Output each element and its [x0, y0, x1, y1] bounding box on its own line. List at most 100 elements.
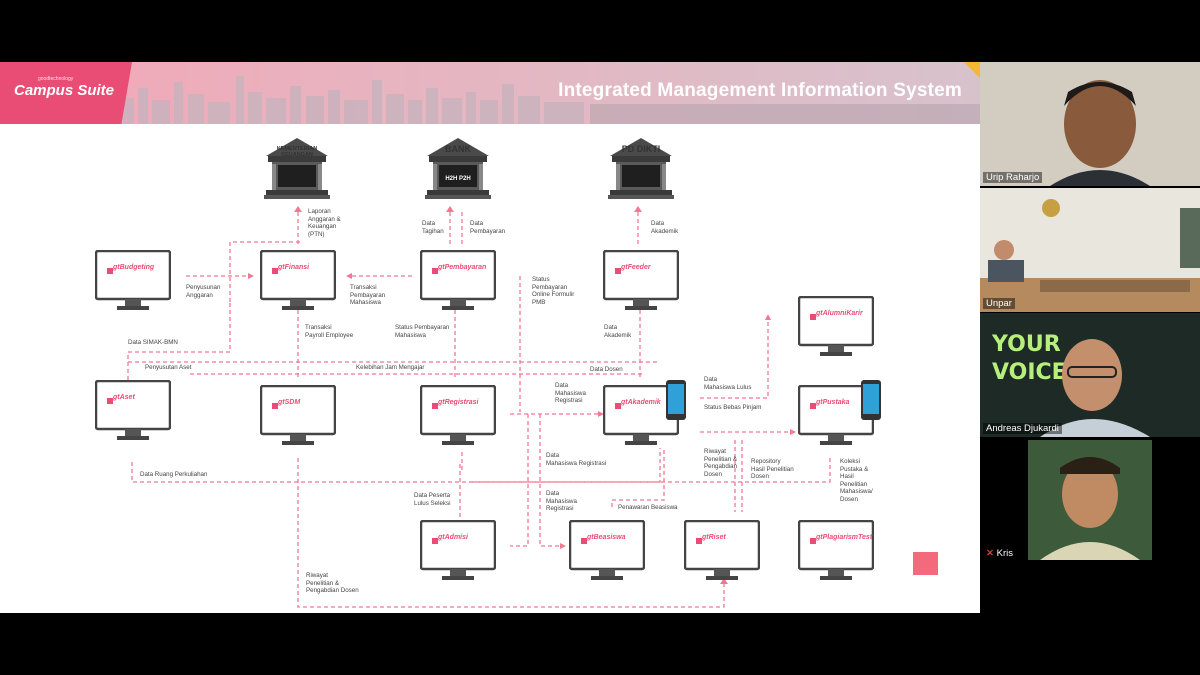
monitor-icon	[419, 519, 497, 580]
module-academic: gtAkademik	[602, 380, 686, 447]
flow-label: Status Bebas Pinjam	[704, 404, 762, 411]
module-label: gtBeasiswa	[587, 534, 626, 541]
module-label: gtAdmisi	[438, 534, 468, 541]
flow-label: Riwayat Penelitian & Pengabdian Dosen	[704, 448, 738, 478]
participant-video	[980, 188, 1200, 312]
participant-video	[980, 438, 1200, 562]
flow-label: Penawaran Beasiswa	[618, 504, 678, 511]
module-label: gtFeeder	[621, 264, 651, 271]
flow-label: Riwayat Penelitian & Pengabdian Dosen	[306, 572, 359, 594]
participant-tile[interactable]: YOUR VOICE Andreas Djukardi	[980, 313, 1200, 437]
monitor-icon	[419, 384, 497, 445]
shared-slide: goodtechnology Campus Suite Integrated M…	[0, 62, 980, 613]
module-label: gtAlumniKarir	[816, 310, 863, 317]
institution-kementerian-keuangan: KEMENTERIAN KEUANGAN	[262, 134, 332, 200]
flow-label: Data Akademik	[651, 220, 679, 235]
institution-label: BANK	[445, 144, 471, 154]
monitor-icon	[94, 249, 172, 310]
module-finance: gtFinansi	[259, 249, 337, 312]
institution-label: PD DIKTI	[621, 144, 661, 154]
monitor-icon	[419, 249, 497, 310]
participant-video	[980, 62, 1200, 186]
slide-corner-mark	[913, 552, 938, 575]
government-building-icon	[264, 138, 330, 199]
flow-label: Data Pembayaran	[470, 220, 506, 235]
monitor-icon	[568, 519, 646, 580]
city-skyline-image	[120, 76, 980, 124]
bank-building-icon	[425, 138, 491, 199]
module-plagiarism: gtPlagiarismTest	[797, 519, 875, 582]
module-budgeting: gtBudgeting	[94, 249, 172, 312]
participant-name: ✕ Kris	[983, 548, 1016, 559]
module-alumni: gtAlumniKarir	[797, 295, 875, 358]
module-label: gtPlagiarismTest	[816, 534, 873, 541]
flow-label: Laporan Anggaran & Keuangan (PTN)	[308, 208, 341, 238]
flow-label: Data Dosen	[590, 366, 623, 373]
module-research: gtRiset	[683, 519, 761, 582]
brand-logo: Campus Suite	[14, 82, 115, 99]
flow-label: Koleksi Pustaka & Hasil Penelitian Mahas…	[840, 458, 873, 503]
module-scholarship: gtBeasiswa	[568, 519, 646, 582]
monitor-icon	[683, 519, 761, 580]
participant-video: YOUR VOICE	[980, 313, 1200, 437]
flow-label: Data Peserta Lulus Seleksi	[414, 492, 451, 507]
backdrop-text: VOICE	[992, 360, 1067, 385]
participant-tile[interactable]: Urip Raharjo	[980, 62, 1200, 186]
module-label: gtRegistrasi	[438, 399, 479, 406]
flow-label: Data Akademik	[604, 324, 632, 339]
module-sdm: gtSDM	[259, 384, 337, 447]
module-label: gtFinansi	[278, 264, 310, 271]
monitor-icon	[797, 519, 875, 580]
module-label: gtAkademik	[621, 399, 661, 406]
module-payment: gtPembayaran	[419, 249, 497, 312]
flow-connectors	[127, 206, 831, 608]
participant-tile[interactable]: ✕ Kris	[980, 438, 1200, 562]
module-label: gtAset	[113, 394, 135, 401]
module-label: gtPustaka	[816, 399, 850, 406]
module-label: gtBudgeting	[113, 264, 155, 271]
module-library: gtPustaka	[797, 380, 881, 447]
brand-tagline: goodtechnology	[38, 76, 74, 82]
flow-label: Kelebihan Jam Mengajar	[356, 364, 425, 371]
slide-title: Integrated Management Information System	[558, 80, 962, 101]
flow-label: Transaksi Payroll Employee	[305, 324, 354, 339]
monitor-icon	[94, 379, 172, 440]
module-label: gtSDM	[278, 399, 301, 406]
flow-label: Repository Hasil Penelitian Dosen	[751, 458, 794, 480]
flow-label: Data Mahasiswa Lulus	[704, 376, 752, 391]
muted-mic-icon: ✕	[986, 548, 994, 559]
participant-name: Andreas Djukardi	[983, 423, 1062, 434]
flow-label: Status Pembayaran Mahasiswa	[395, 324, 450, 339]
flow-label: Status Pembayaran Online Formulir PMB	[532, 276, 575, 306]
participant-name: Urip Raharjo	[983, 172, 1043, 183]
corner-accent	[964, 62, 980, 78]
module-admission: gtAdmisi	[419, 519, 497, 582]
participant-name-text: Kris	[996, 548, 1013, 559]
participant-tile[interactable]: Unpar	[980, 188, 1200, 312]
government-building-icon	[608, 138, 674, 199]
flow-label: Data SIMAK-BMN	[128, 339, 178, 346]
institution-bank: BANK H2H P2H	[423, 134, 493, 200]
flow-label: Penyusutan Aset	[145, 364, 192, 371]
mobile-phone-icon	[666, 380, 686, 420]
institution-pddikti: PD DIKTI	[606, 134, 676, 200]
flow-label: Data Ruang Perkuliahan	[140, 471, 208, 478]
institution-sublabel: H2H P2H	[445, 176, 471, 182]
flow-label: Transaksi Pembayaran Mahasiswa	[350, 284, 386, 306]
flow-label: Data Tagihan	[422, 220, 444, 235]
module-label: gtPembayaran	[438, 264, 487, 271]
flow-label: Data Mahasiswa Registrasi	[546, 490, 577, 512]
monitor-icon	[259, 249, 337, 310]
module-label: gtRiset	[702, 534, 726, 541]
institution-label: KEMENTERIAN KEUANGAN	[276, 146, 318, 158]
monitor-icon	[259, 384, 337, 445]
flow-label: Data Mahasiswa Registrasi	[555, 382, 586, 404]
flow-label: Penyusunan Anggaran	[186, 284, 221, 299]
flow-label: Data Mahasiswa Registrasi	[546, 452, 607, 467]
module-feeder: gtFeeder	[602, 249, 680, 312]
mobile-phone-icon	[861, 380, 881, 420]
slide-header-banner: goodtechnology Campus Suite Integrated M…	[0, 62, 980, 124]
monitor-icon	[797, 295, 875, 356]
backdrop-text: YOUR	[991, 332, 1061, 357]
participant-name: Unpar	[983, 298, 1015, 309]
